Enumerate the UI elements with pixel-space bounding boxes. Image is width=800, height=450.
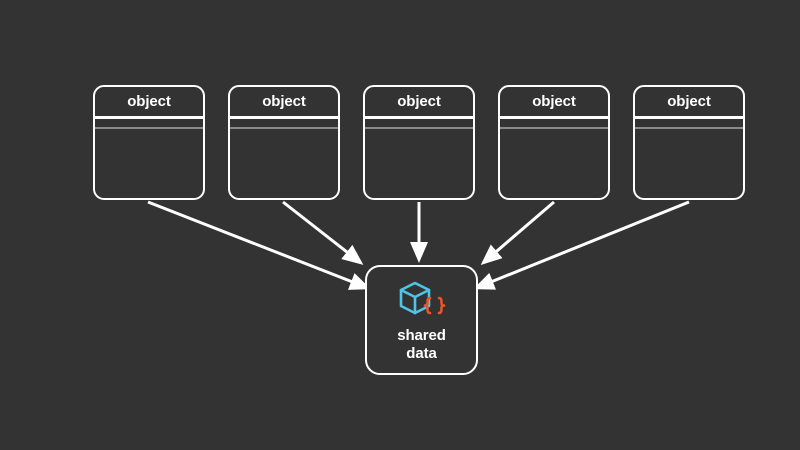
object-box-4[interactable]: object [498, 85, 610, 200]
object-box-2-compartment-operations [230, 129, 338, 199]
arrow-object-2-to-shared [282, 200, 364, 265]
object-box-5[interactable]: object [633, 85, 745, 200]
shared-data-box[interactable]: shared data [365, 265, 478, 375]
object-box-4-divider-top [500, 116, 608, 119]
object-box-4-divider-bottom [500, 126, 608, 129]
object-box-2-title: object [262, 93, 306, 110]
object-box-2-compartment-attributes [230, 119, 338, 127]
object-box-1-title: object [127, 93, 171, 110]
object-box-1-compartment-operations [95, 129, 203, 199]
object-box-4-compartment-operations [500, 129, 608, 199]
object-box-3-divider-bottom [365, 126, 473, 129]
object-box-4-compartment-attributes [500, 119, 608, 127]
object-box-3-compartment-attributes [365, 119, 473, 127]
object-box-2-divider-top [230, 116, 338, 119]
object-box-3[interactable]: object [363, 85, 475, 200]
object-box-1-compartment-attributes [95, 119, 203, 127]
cube-braces-icon [399, 281, 445, 315]
object-box-5-compartment-operations [635, 129, 743, 199]
object-box-3-divider-top [365, 116, 473, 119]
object-box-3-title: object [397, 93, 441, 110]
object-box-5-divider-bottom [635, 126, 743, 129]
arrow-object-4-to-shared [480, 200, 555, 265]
object-box-5-compartment-attributes [635, 119, 743, 127]
object-box-1-divider-top [95, 116, 203, 119]
shared-data-label: shared data [397, 327, 446, 362]
object-box-5-title: object [667, 93, 711, 110]
arrow-object-5-to-shared [473, 200, 690, 290]
object-box-2-divider-bottom [230, 126, 338, 129]
arrow-object-1-to-shared [147, 200, 371, 290]
object-box-3-compartment-operations [365, 129, 473, 199]
object-box-5-divider-top [635, 116, 743, 119]
object-box-1[interactable]: object [93, 85, 205, 200]
object-box-1-divider-bottom [95, 126, 203, 129]
object-box-2[interactable]: object [228, 85, 340, 200]
object-box-4-title: object [532, 93, 576, 110]
